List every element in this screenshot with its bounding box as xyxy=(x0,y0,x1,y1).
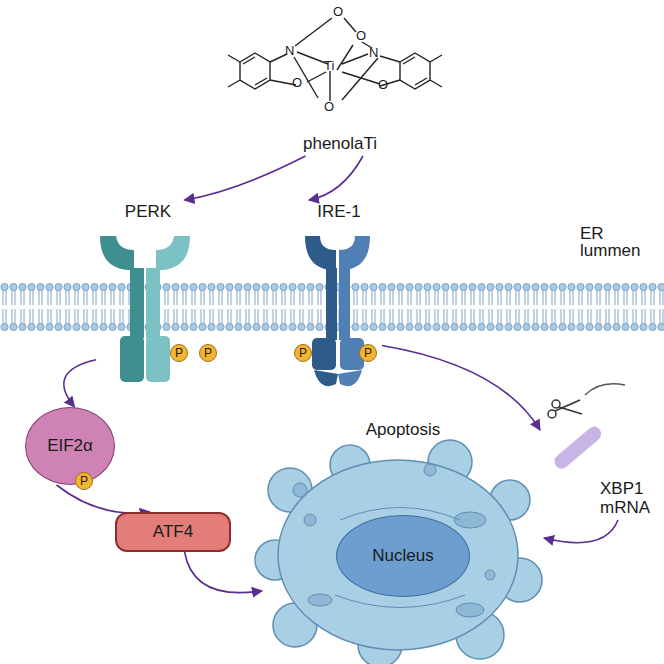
atom-label: O xyxy=(324,100,334,113)
pathway-arrow xyxy=(57,485,150,513)
pathway-arrow xyxy=(309,156,363,200)
phospho-mark: P xyxy=(170,344,188,362)
node-label: XBP1 mRNA xyxy=(600,479,656,518)
receptor-node: IRE-1 xyxy=(296,200,382,394)
apoptotic-cell xyxy=(255,440,542,664)
region-label: ER lummen xyxy=(580,225,664,259)
nucleus-ellipse: Nucleus xyxy=(336,515,470,597)
perk-receptor xyxy=(100,236,190,382)
cell-node: ApoptosisNucleus xyxy=(262,418,544,658)
atom-label: N xyxy=(285,44,294,57)
pathway-arrow xyxy=(185,552,262,593)
atom-label: O xyxy=(292,76,302,89)
scissors-icon xyxy=(548,384,625,418)
phospho-mark: P xyxy=(294,344,312,362)
atom-label: O xyxy=(333,5,343,18)
molecule-bonds xyxy=(228,18,442,101)
phospho-mark: P xyxy=(75,472,93,490)
phospho-mark: P xyxy=(359,344,377,362)
node-label: Nucleus xyxy=(337,546,469,566)
ire1-receptor xyxy=(305,236,370,386)
node-label: IRE-1 xyxy=(296,202,382,222)
atom-label: O xyxy=(378,78,388,91)
node-label: Apoptosis xyxy=(262,420,544,440)
organelles xyxy=(293,464,495,617)
pathway-arrow xyxy=(184,156,305,200)
node-label: PERK xyxy=(96,202,200,222)
node-label: ATF4 xyxy=(117,522,229,542)
mrna-node: XBP1 mRNA xyxy=(540,420,660,520)
pathway-arrow xyxy=(382,346,540,431)
mrna-bar xyxy=(554,426,601,468)
protein-box: ATF4 xyxy=(115,512,231,552)
atom-label: N xyxy=(369,46,378,59)
protein-circle: EIF2α xyxy=(25,407,115,485)
molecule-node: phenolaTi xyxy=(225,4,455,156)
atom-label: Ti xyxy=(324,59,334,72)
phospho-mark: P xyxy=(199,344,217,362)
node-label: phenolaTi xyxy=(225,134,455,154)
node-label: EIF2α xyxy=(26,436,114,456)
pathway-arrow xyxy=(64,360,96,407)
pathway-arrow xyxy=(544,520,618,543)
atom-label: O xyxy=(356,29,366,42)
